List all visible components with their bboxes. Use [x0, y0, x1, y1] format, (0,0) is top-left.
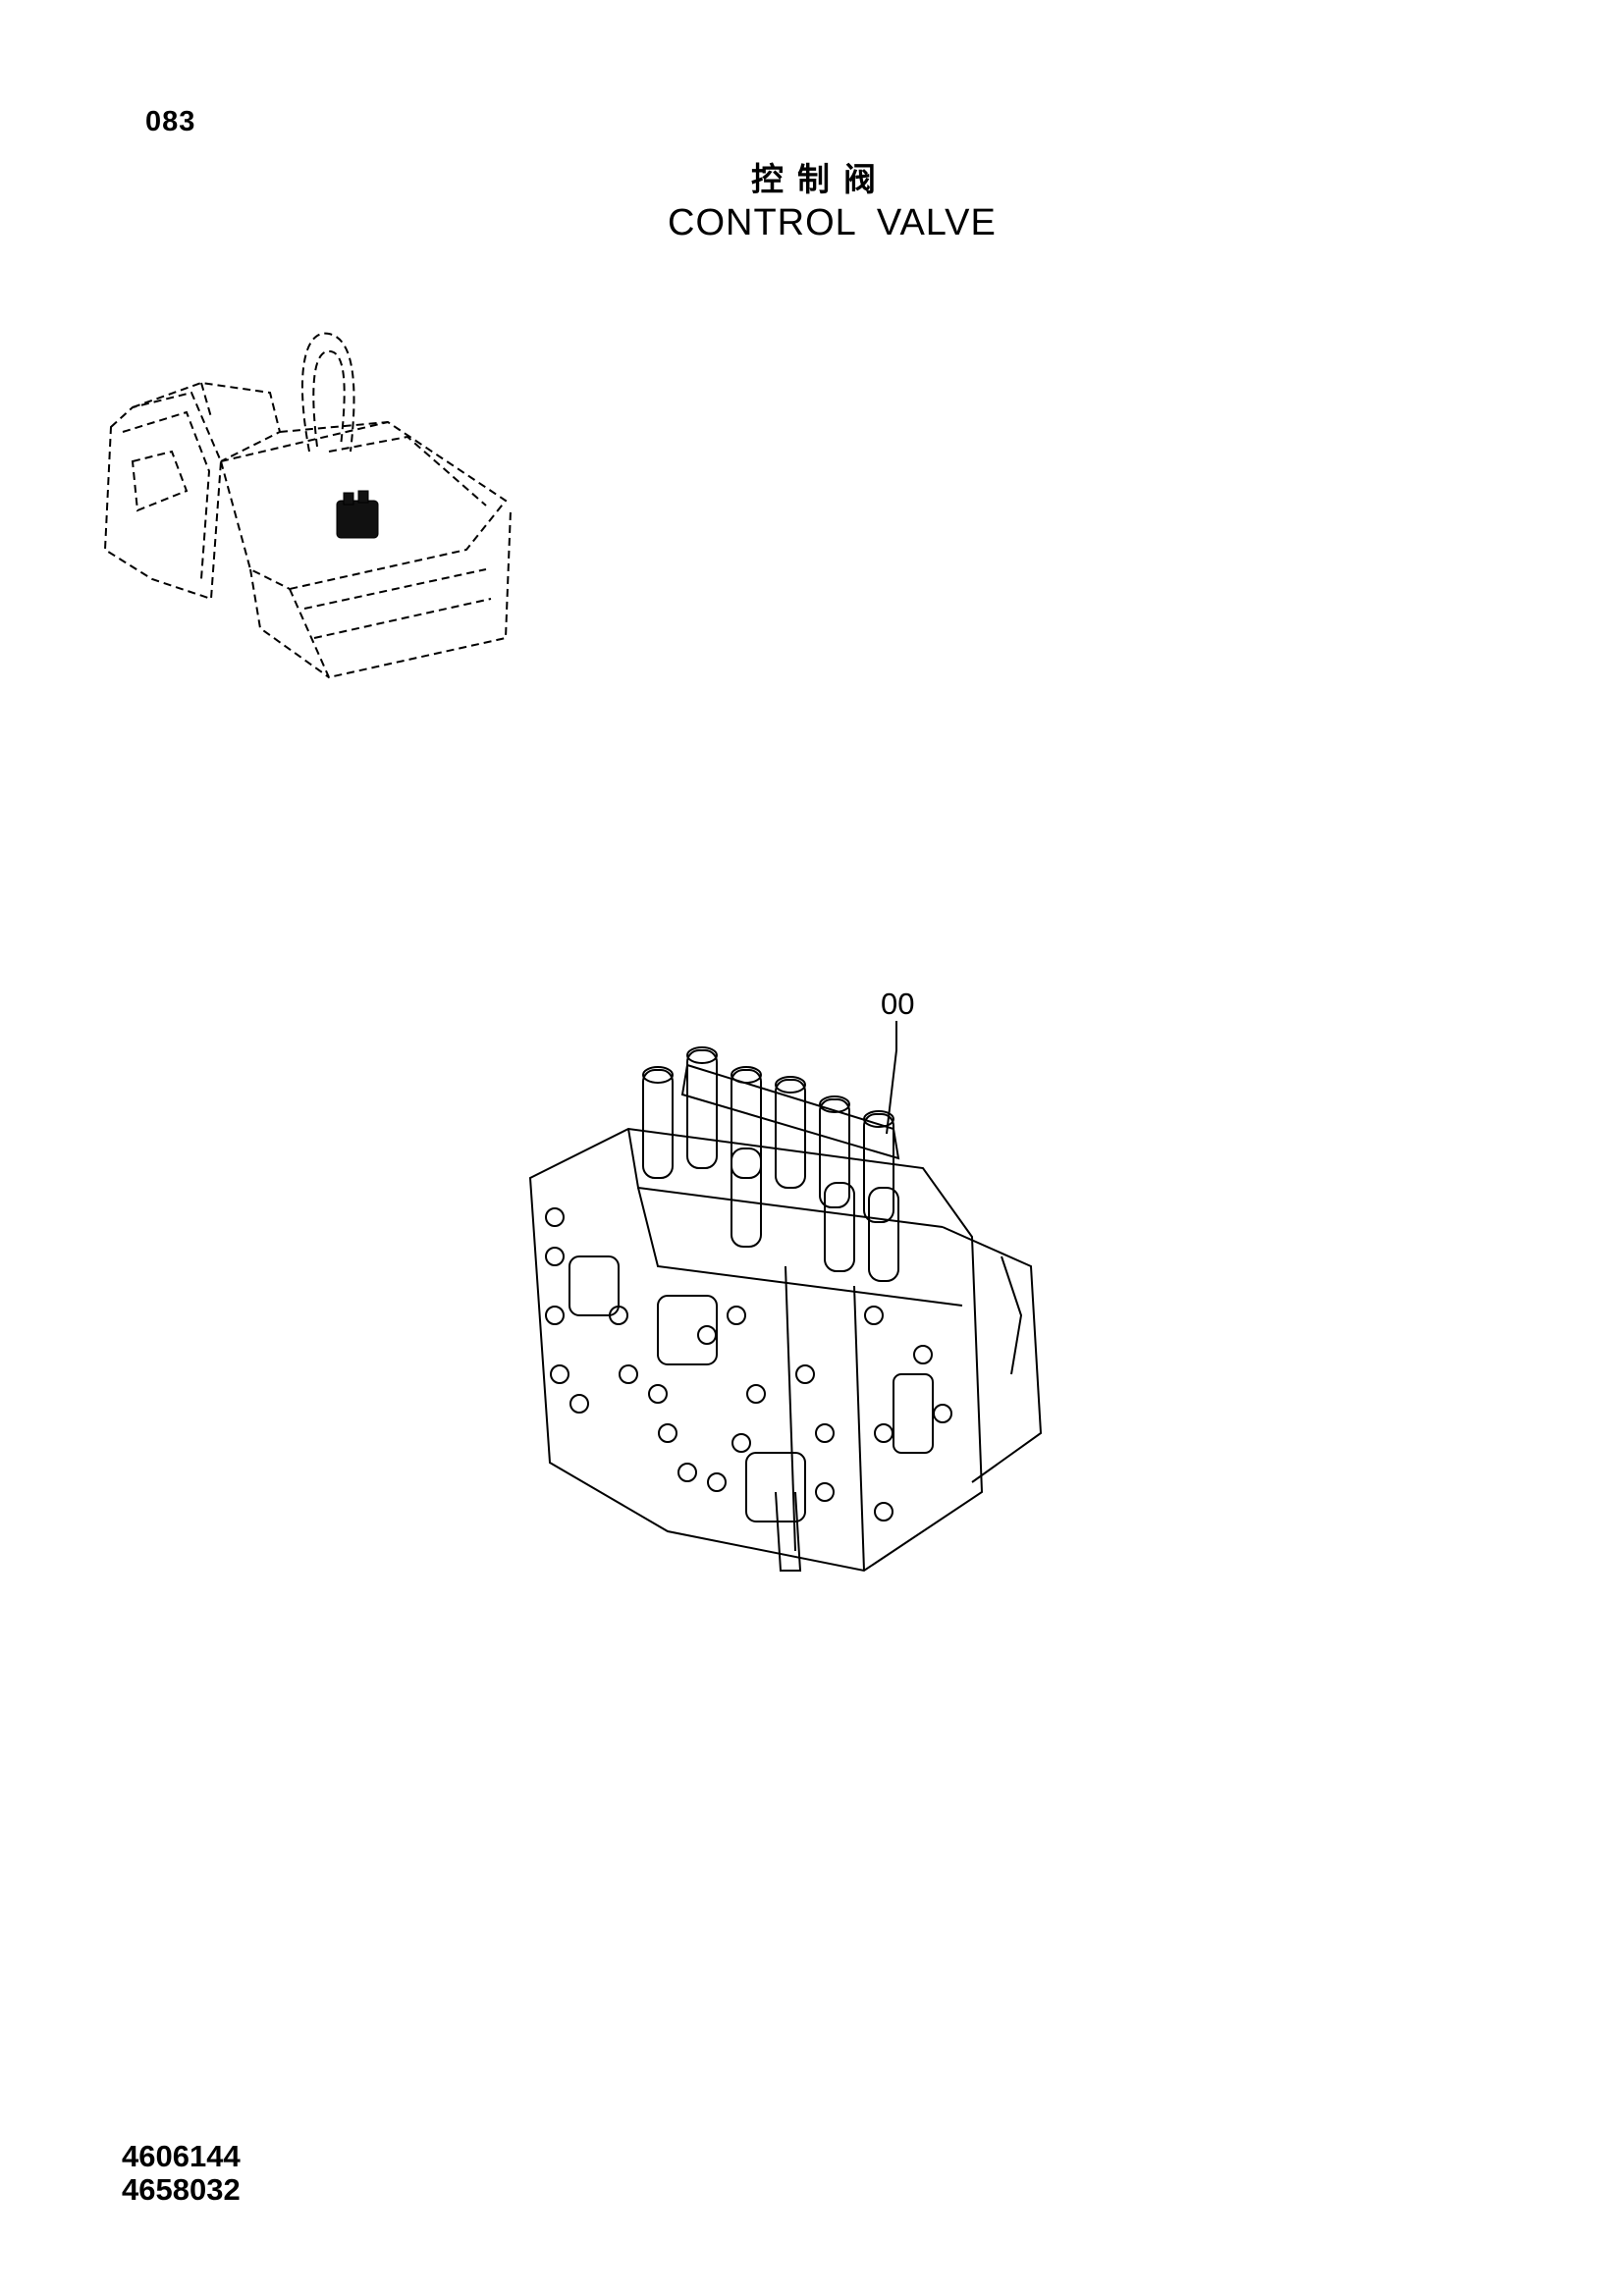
control-valve-location-marker	[336, 490, 379, 539]
document-number: 4606144	[122, 2139, 241, 2173]
control-valve-diagram	[528, 1046, 1043, 1573]
document-numbers: 4606144 4658032	[122, 2140, 241, 2207]
machine-location-diagram	[103, 332, 512, 679]
title-english: CONTROL VALVE	[668, 202, 997, 243]
page-number: 083	[145, 106, 196, 137]
document-number: 4658032	[122, 2172, 241, 2207]
part-callout-label: 00	[881, 987, 915, 1021]
title-chinese: 控制阀	[751, 160, 890, 198]
callout-leader-line	[886, 1021, 897, 1135]
